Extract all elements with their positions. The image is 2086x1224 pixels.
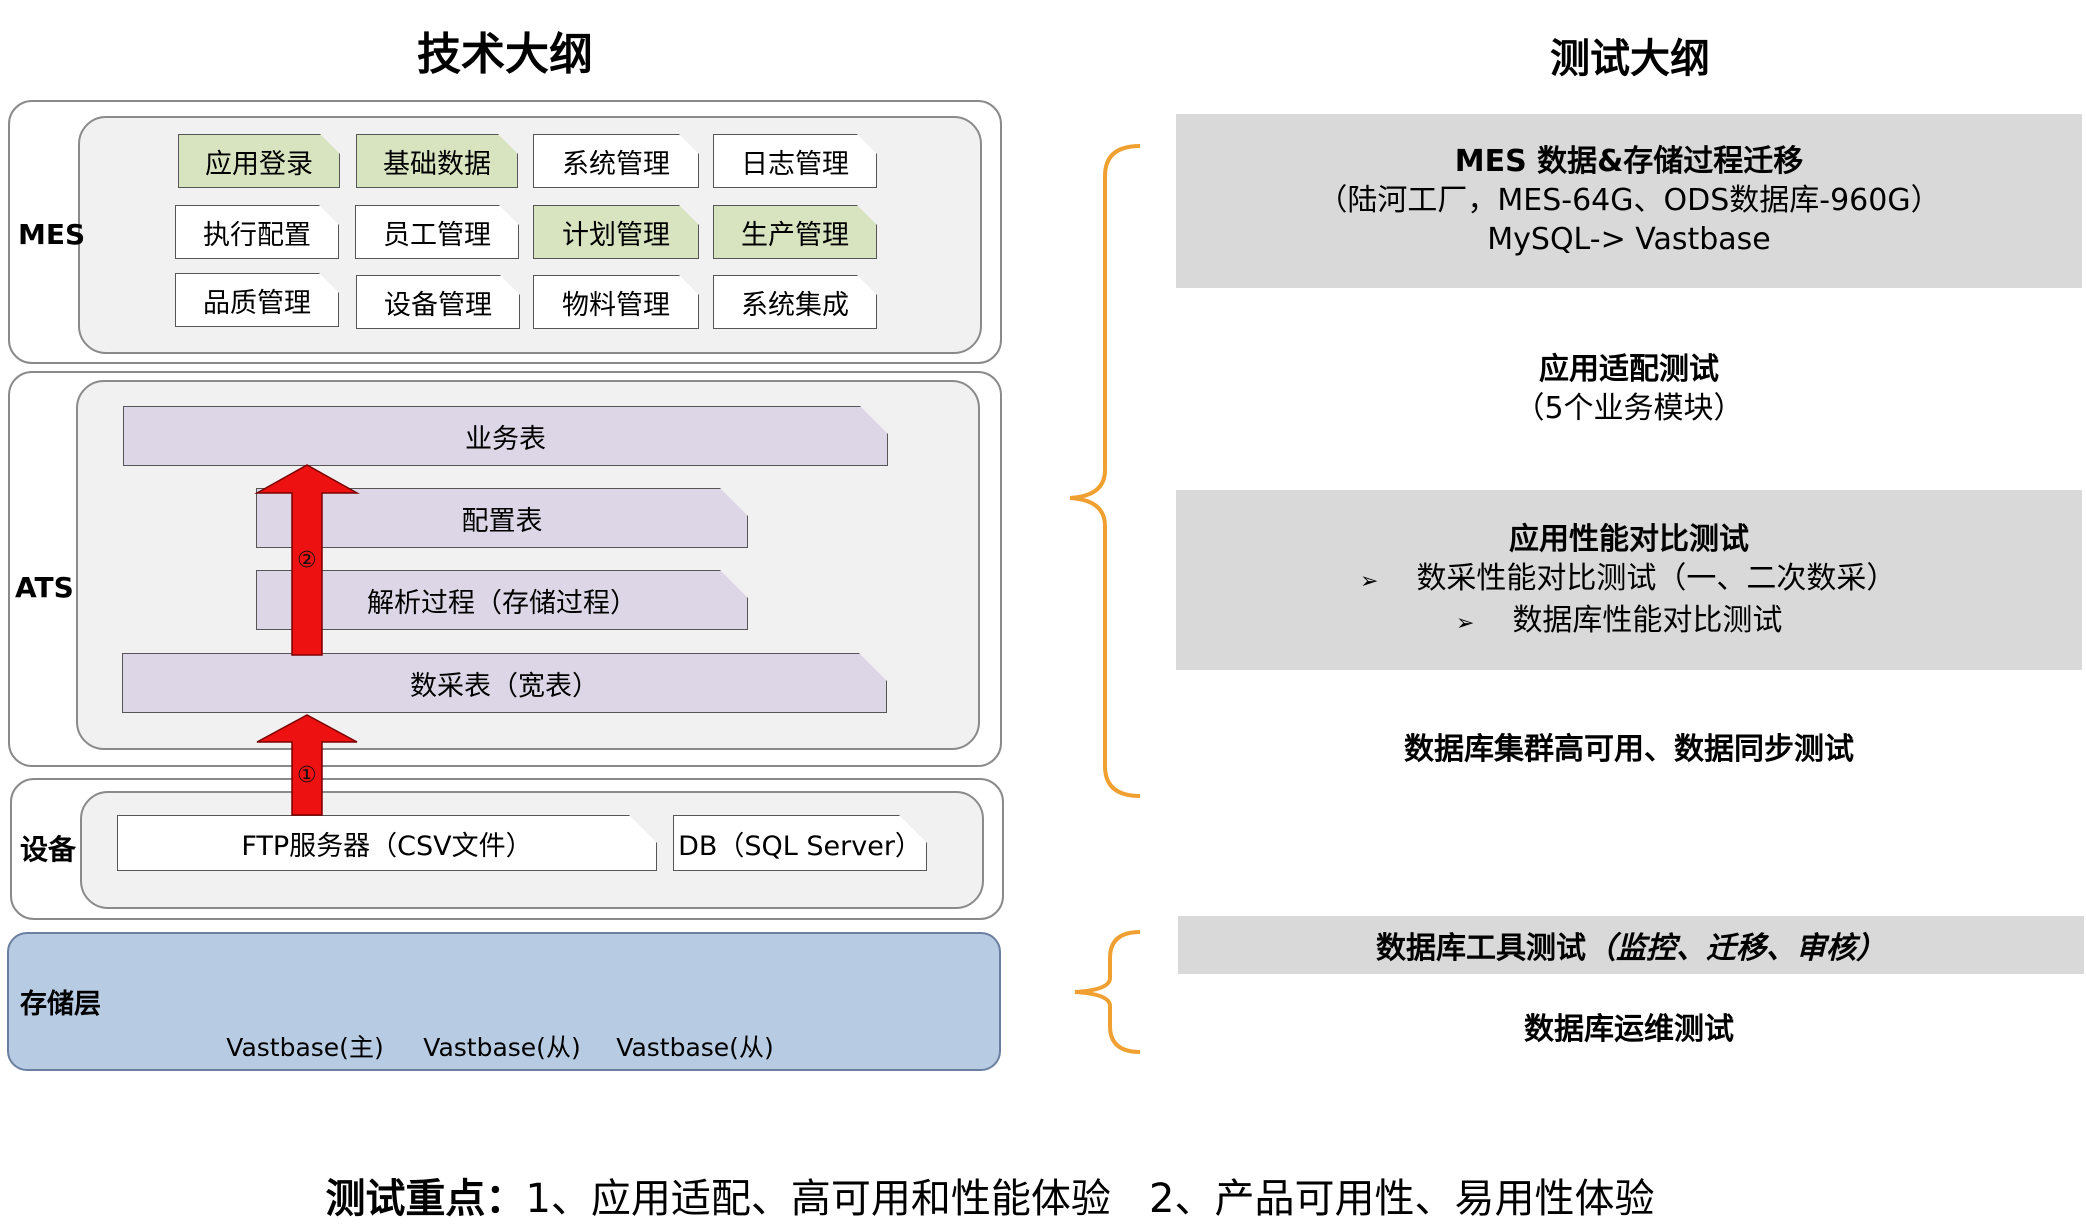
bullet-arrow-icon: ➢	[1360, 569, 1379, 594]
ops-test: 数据库运维测试	[1524, 1012, 1734, 1047]
migration-scope: （陆河工厂，MES-64G、ODS数据库-960G）	[1317, 183, 1941, 218]
tools-box: 数据库工具测试（监控、迁移、审核）	[1178, 916, 2084, 974]
ftp-server-box: FTP服务器（CSV文件）	[117, 815, 657, 871]
module-app-login: 应用登录	[178, 134, 340, 188]
mes-label: MES	[18, 218, 86, 251]
migration-path: MySQL-> Vastbase	[1487, 222, 1771, 257]
tools-emphasis: （监控、迁移、审核）	[1586, 931, 1886, 966]
arrow-marker-1: ①	[297, 763, 317, 788]
right-title: 测试大纲	[1550, 36, 1710, 82]
module-system-integration: 系统集成	[713, 275, 877, 329]
performance-box: 应用性能对比测试 ➢ 数采性能对比测试（一、二次数采） ➢ 数据库性能对比测试	[1176, 490, 2082, 670]
adaptation-title: 应用适配测试	[1539, 352, 1719, 387]
module-system-mgmt: 系统管理	[533, 134, 699, 188]
storage-layer	[7, 932, 1001, 1071]
db-sqlserver-box: DB（SQL Server）	[673, 815, 927, 871]
storage-label: 存储层	[20, 989, 101, 1020]
ats-label: ATS	[15, 571, 74, 604]
module-material-mgmt: 物料管理	[533, 275, 699, 329]
migration-box: MES 数据&存储过程迁移 （陆河工厂，MES-64G、ODS数据库-960G）…	[1176, 114, 2082, 288]
footer-label: 测试重点：	[325, 1176, 526, 1222]
module-quality-mgmt: 品质管理	[175, 273, 339, 327]
bar-collection-table: 数采表（宽表）	[122, 653, 887, 713]
bar-parse-process: 解析过程（存储过程）	[256, 570, 748, 630]
arrow-marker-2: ②	[297, 548, 317, 573]
adaptation-block: 应用适配测试 （5个业务模块）	[1176, 350, 2082, 428]
performance-bullet-1-text: 数采性能对比测试（一、二次数采）	[1416, 561, 1897, 596]
module-plan-mgmt: 计划管理	[533, 205, 699, 259]
tools-prefix: 数据库工具测试	[1376, 931, 1586, 966]
footer: 测试重点：1、应用适配、高可用和性能体验 2、产品可用性、易用性体验	[300, 1120, 1654, 1224]
module-exec-config: 执行配置	[175, 205, 339, 259]
bullet-arrow-icon: ➢	[1456, 611, 1475, 636]
module-basic-data: 基础数据	[356, 134, 518, 188]
db-replica-label-2: Vastbase(从)	[616, 1033, 774, 1062]
db-primary-label: Vastbase(主)	[226, 1033, 384, 1062]
performance-bullet-1: ➢ 数采性能对比测试（一、二次数采）	[1176, 559, 2082, 601]
db-replica-label-1: Vastbase(从)	[423, 1033, 581, 1062]
footer-text: 1、应用适配、高可用和性能体验 2、产品可用性、易用性体验	[525, 1176, 1655, 1222]
migration-title: MES 数据&存储过程迁移	[1454, 144, 1804, 179]
module-staff-mgmt: 员工管理	[355, 205, 519, 259]
adaptation-scope: （5个业务模块）	[1514, 391, 1744, 426]
module-production-mgmt: 生产管理	[713, 205, 877, 259]
device-label: 设备	[20, 833, 77, 866]
bar-config-table: 配置表	[256, 488, 748, 548]
module-equipment-mgmt: 设备管理	[356, 275, 520, 329]
module-log-mgmt: 日志管理	[713, 134, 877, 188]
performance-bullet-2: ➢ 数据库性能对比测试	[1176, 601, 2082, 643]
brace-icon	[1069, 144, 1141, 798]
brace-icon	[1074, 930, 1141, 1054]
left-title: 技术大纲	[417, 29, 593, 80]
performance-title: 应用性能对比测试	[1509, 522, 1749, 557]
performance-bullet-2-text: 数据库性能对比测试	[1512, 603, 1783, 638]
ha-test: 数据库集群高可用、数据同步测试	[1404, 732, 1854, 767]
bar-business-table: 业务表	[123, 406, 888, 466]
